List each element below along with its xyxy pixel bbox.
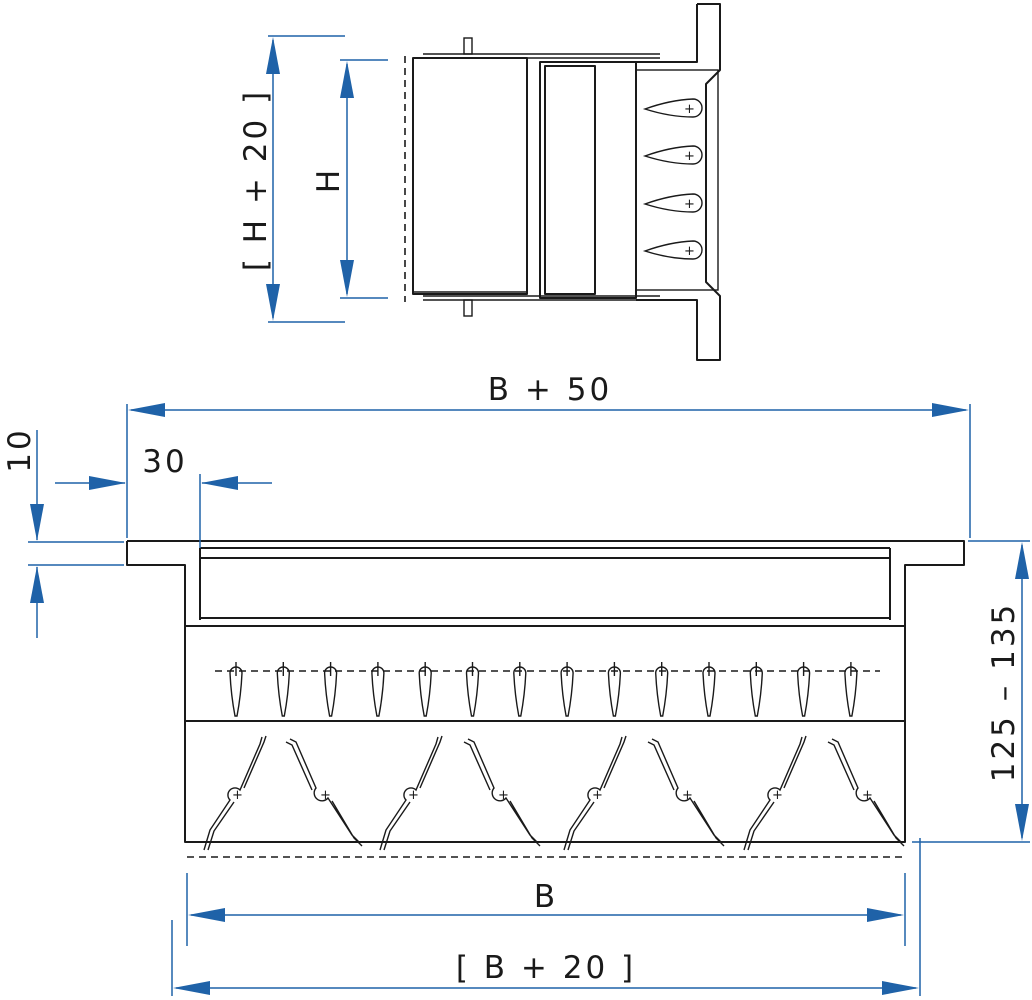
side-view: + + + + bbox=[404, 3, 721, 361]
louver-blade: + bbox=[285, 738, 363, 847]
svg-text:+: + bbox=[684, 149, 695, 164]
flange-profile bbox=[636, 3, 721, 361]
svg-text:+: + bbox=[684, 244, 695, 259]
clip-spring bbox=[323, 662, 338, 717]
label-thirty: 30 bbox=[142, 444, 187, 480]
svg-text:+: + bbox=[320, 788, 331, 803]
clip-spring bbox=[229, 662, 243, 717]
clip-spring bbox=[749, 662, 764, 717]
louver-blade: + bbox=[647, 738, 725, 847]
top-pin bbox=[463, 37, 473, 55]
svg-text:+: + bbox=[592, 788, 603, 803]
svg-text:+: + bbox=[682, 788, 693, 803]
label-h-plus-20: [ H + 20 ] bbox=[238, 89, 274, 271]
svg-text:+: + bbox=[684, 197, 695, 212]
clip-spring bbox=[796, 662, 811, 717]
dimension-range: 125 – 135 bbox=[912, 540, 1030, 843]
dimension-10: 10 bbox=[2, 427, 124, 638]
louver-blade: + bbox=[827, 738, 905, 847]
svg-text:+: + bbox=[862, 788, 873, 803]
label-b: B bbox=[534, 879, 558, 915]
clip-spring bbox=[276, 662, 291, 717]
clip-spring bbox=[513, 662, 527, 717]
dimension-h-plus-20: [ H + 20 ] bbox=[238, 35, 345, 323]
dimension-30: 30 bbox=[55, 444, 272, 548]
svg-text:+: + bbox=[232, 788, 243, 803]
svg-text:+: + bbox=[498, 788, 509, 803]
bottom-pin bbox=[463, 299, 473, 317]
damper-frame bbox=[539, 61, 637, 299]
dimension-h: H bbox=[311, 59, 388, 299]
clip-spring bbox=[844, 662, 858, 717]
frame-outline bbox=[126, 540, 965, 843]
louver-blade: + bbox=[463, 738, 541, 847]
label-ten: 10 bbox=[2, 427, 38, 472]
label-h: H bbox=[311, 167, 347, 193]
louver-blade: + bbox=[563, 735, 627, 851]
dimension-b: B bbox=[186, 873, 906, 946]
clip-spring bbox=[465, 662, 480, 717]
clip-spring bbox=[607, 662, 622, 717]
front-blades: + + + + + + + + bbox=[203, 735, 905, 851]
damper-blade bbox=[544, 65, 596, 295]
louver-blade: + bbox=[743, 735, 807, 851]
clip-spring bbox=[654, 662, 669, 717]
louver-blade: + bbox=[379, 735, 443, 851]
label-range: 125 – 135 bbox=[986, 602, 1022, 783]
svg-text:+: + bbox=[772, 788, 783, 803]
label-b-plus-20: [ B + 20 ] bbox=[456, 950, 636, 986]
clip-spring bbox=[371, 662, 385, 717]
clip-spring bbox=[702, 662, 716, 717]
side-springs: + + + + bbox=[642, 98, 703, 260]
label-b-plus-50: B + 50 bbox=[488, 372, 612, 408]
dimension-b-plus-50: B + 50 bbox=[126, 372, 971, 538]
louver-blade: + bbox=[203, 735, 267, 851]
svg-text:+: + bbox=[408, 788, 419, 803]
clip-spring bbox=[560, 662, 574, 717]
louver-block bbox=[412, 57, 528, 295]
front-springs bbox=[229, 662, 858, 717]
dimension-b-plus-20: [ B + 20 ] bbox=[171, 838, 921, 996]
svg-text:+: + bbox=[684, 102, 695, 117]
clip-spring bbox=[418, 662, 432, 717]
front-view: + + + + + + + + bbox=[126, 540, 965, 858]
spring-plate bbox=[635, 69, 719, 291]
